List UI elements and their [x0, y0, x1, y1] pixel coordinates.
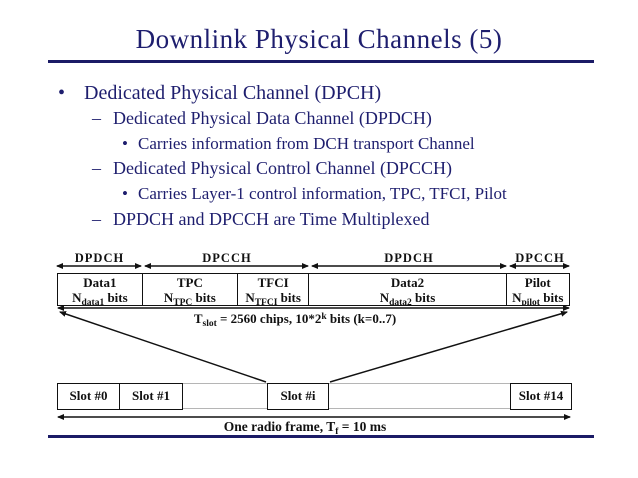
field-name: Pilot [524, 275, 551, 290]
slot-i-box: Slot #i [267, 383, 329, 410]
slot-0-box: Slot #0 [57, 383, 120, 410]
dash-icon: – [92, 209, 101, 229]
dash-icon: – [92, 158, 101, 178]
bullet-text: Carries Layer-1 control information, TPC… [138, 184, 507, 203]
slot-structure-box: Data1 Ndata1 bits TPC NTPC bits TFCI NTF… [57, 273, 570, 306]
dash-icon: – [92, 108, 101, 128]
bullet-icon: • [58, 82, 66, 104]
channel-label-dpcch-2: DPCCH [515, 251, 565, 265]
field-pilot: Pilot Npilot bits [507, 274, 569, 305]
field-name: TPC [176, 275, 203, 290]
field-data1: Data1 Ndata1 bits [58, 274, 143, 305]
page-title: Downlink Physical Channels (5) [135, 24, 503, 54]
footer-rule [48, 435, 594, 438]
bullet-icon: • [122, 134, 128, 153]
field-name: TFCI [257, 275, 289, 290]
bullet-text: Dedicated Physical Channel (DPCH) [84, 82, 382, 104]
field-tfci: TFCI NTFCI bits [238, 274, 310, 305]
field-data2: Data2 Ndata2 bits [309, 274, 507, 305]
field-bits: Ndata2 bits [379, 290, 436, 305]
field-tpc: TPC NTPC bits [143, 274, 238, 305]
frame-duration-annotation: One radio frame, Tf = 10 ms [223, 419, 387, 437]
field-bits: Ndata1 bits [72, 290, 128, 305]
channel-label-dpdch-2: DPDCH [384, 251, 434, 265]
field-bits: Npilot bits [512, 290, 564, 305]
field-bits: NTPC bits [163, 290, 216, 305]
slot-1-box: Slot #1 [119, 383, 183, 410]
field-name: Data1 [83, 275, 117, 290]
channel-label-dpcch-1: DPCCH [202, 251, 252, 265]
field-bits: NTFCI bits [245, 290, 301, 305]
field-name: Data2 [390, 275, 425, 290]
bullet-text: DPDCH and DPCCH are Time Multiplexed [113, 209, 430, 229]
tslot-annotation: Tslot = 2560 chips, 10*2k bits (k=0..7) [193, 311, 397, 329]
slot-14-box: Slot #14 [510, 383, 572, 410]
bullet-text: Dedicated Physical Control Channel (DPCC… [113, 158, 452, 178]
bullet-text: Dedicated Physical Data Channel (DPDCH) [113, 108, 432, 128]
bullet-text: Carries information from DCH transport C… [138, 134, 475, 153]
title-underline [48, 60, 594, 63]
bullet-icon: • [122, 184, 128, 203]
channel-label-dpdch-1: DPDCH [74, 251, 125, 265]
